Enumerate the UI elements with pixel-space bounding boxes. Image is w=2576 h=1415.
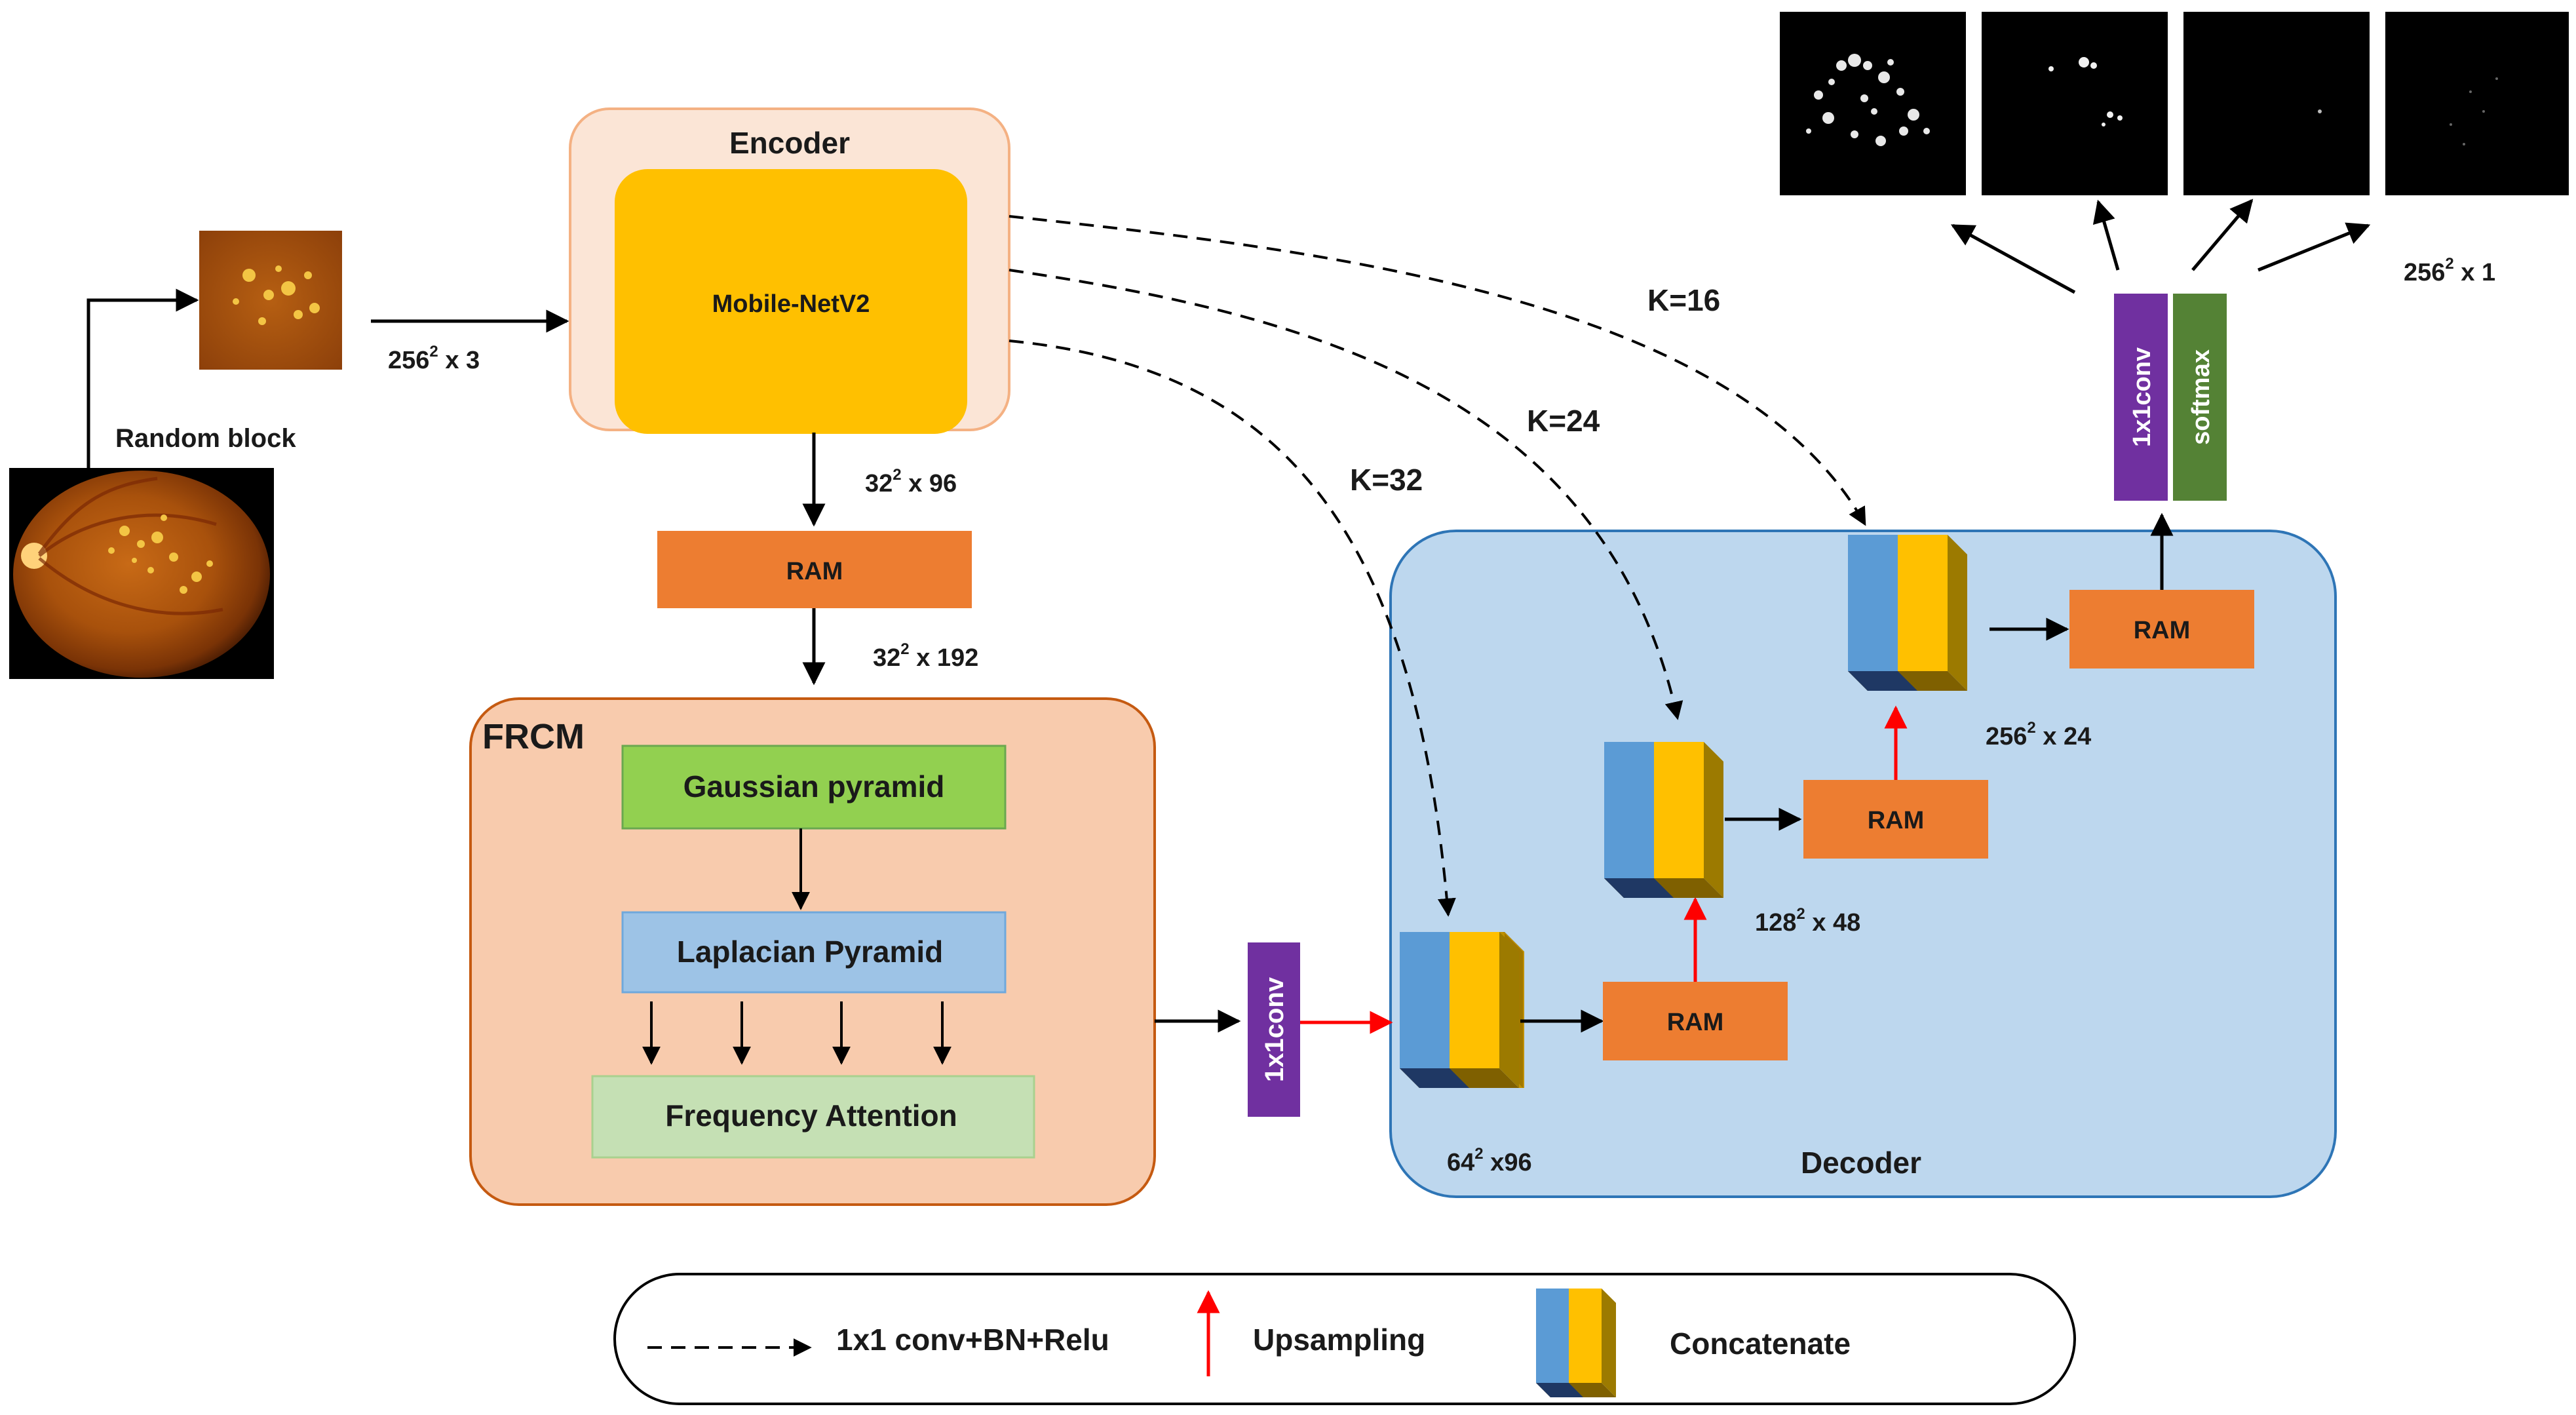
skip-connection-k32 [1009, 339, 1456, 917]
legend-concat-icon [1536, 1289, 1616, 1397]
legend-dashed-label: 1x1 conv+BN+Relu [836, 1323, 1109, 1357]
ram-decoder-3-label: RAM [2134, 617, 2191, 644]
softmax-label: softmax [2187, 349, 2215, 445]
frequency-attention-label: Frequency Attention [665, 1098, 957, 1133]
input-size-label: 2562 x 3 [388, 343, 480, 374]
output-mask-1 [1780, 12, 1966, 195]
backbone-label: Mobile-NetV2 [712, 290, 870, 318]
skip-connection-k16 [1009, 215, 1866, 526]
skip-label-k32: K=32 [1350, 463, 1423, 497]
softmax-block [2173, 294, 2227, 501]
frequency-attention-box [591, 1075, 1035, 1159]
decoder-size-128: 1282 x 48 [1755, 905, 1860, 937]
conv-1x1-middle-label: 1x1conv [1260, 977, 1289, 1082]
decoder-title: Decoder [1801, 1146, 1921, 1180]
crop-arrow [87, 288, 199, 468]
ram-decoder-3 [2069, 590, 2254, 669]
output-size-label: 2562 x 1 [2404, 255, 2495, 286]
conv-1x1-middle [1248, 942, 1300, 1117]
output-arrows [1950, 199, 2371, 294]
output-mask-2 [1982, 12, 2168, 195]
laplacian-pyramid-label: Laplacian Pyramid [677, 935, 944, 969]
random-block-label: Random block [115, 424, 296, 453]
fundus-image [9, 468, 274, 679]
ram-out-size: 322 x 192 [873, 640, 978, 672]
ram-decoder-2-label: RAM [1868, 807, 1925, 834]
mobilenet-backbone [615, 169, 967, 434]
legend-box [613, 1273, 2076, 1405]
pyramid-level-arrows [642, 1001, 952, 1065]
concat-block-128 [1604, 742, 1723, 898]
frcm-title: FRCM [482, 717, 585, 756]
skip-label-k24: K=24 [1527, 404, 1600, 438]
conv-1x1-head-label: 1x1conv [2128, 347, 2156, 447]
encoder-title: Encoder [729, 126, 850, 160]
decoder-size-256: 2562 x 24 [1986, 719, 2091, 750]
output-mask-4 [2385, 12, 2569, 195]
gaussian-pyramid-label: Gaussian pyramid [683, 769, 945, 804]
skip-connection-k24 [1009, 269, 1683, 720]
concat-block-64 [1400, 932, 1524, 1088]
ram-decoder-2 [1803, 780, 1988, 859]
random-block-image [199, 231, 342, 370]
ram-bottleneck [657, 531, 972, 608]
legend-upsampling-label: Upsampling [1253, 1323, 1425, 1357]
output-mask-3 [2183, 12, 2370, 195]
ram-bottleneck-label: RAM [786, 558, 843, 585]
ram-decoder-1-label: RAM [1667, 1009, 1724, 1036]
skip-label-k16: K=16 [1647, 283, 1720, 317]
ram-decoder-1 [1603, 982, 1788, 1060]
legend-concatenate-label: Concatenate [1670, 1327, 1851, 1361]
concat-block-256 [1848, 535, 1967, 691]
conv-1x1-head [2114, 294, 2168, 501]
decoder-size-64: 642 x96 [1447, 1145, 1532, 1176]
gaussian-pyramid-box [621, 745, 1007, 830]
laplacian-pyramid-box [621, 911, 1007, 994]
encoder-out-size: 322 x 96 [865, 466, 957, 497]
